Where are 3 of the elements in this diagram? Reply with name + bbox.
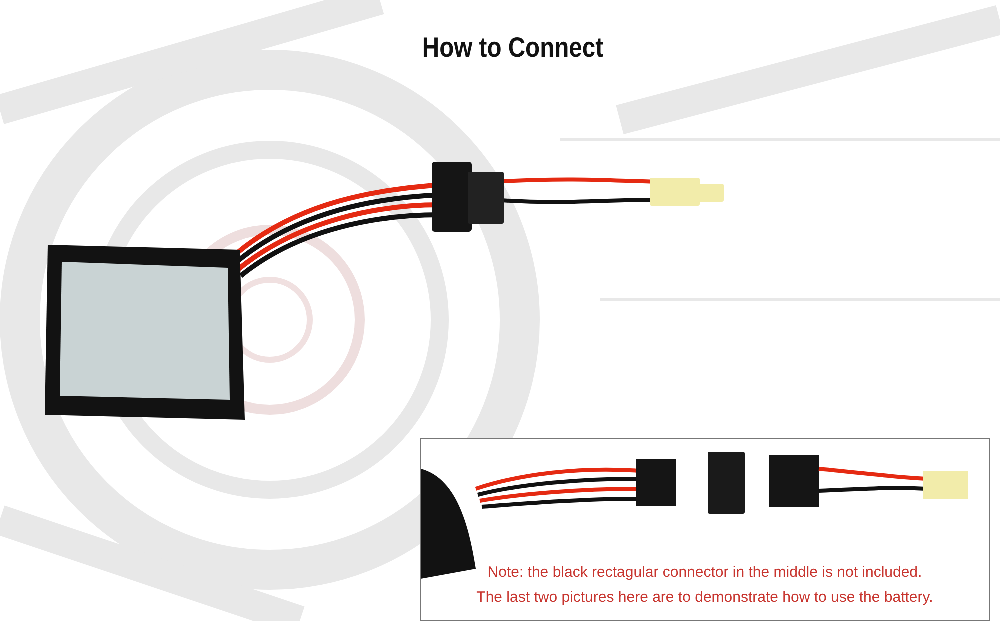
title: How to Connect [422,32,604,64]
note-text: The last two pictures here are to demonstrate how to use the battery. [476,589,934,606]
note-text: Note: the black rectagular connector in the middle is not included. [488,564,922,581]
